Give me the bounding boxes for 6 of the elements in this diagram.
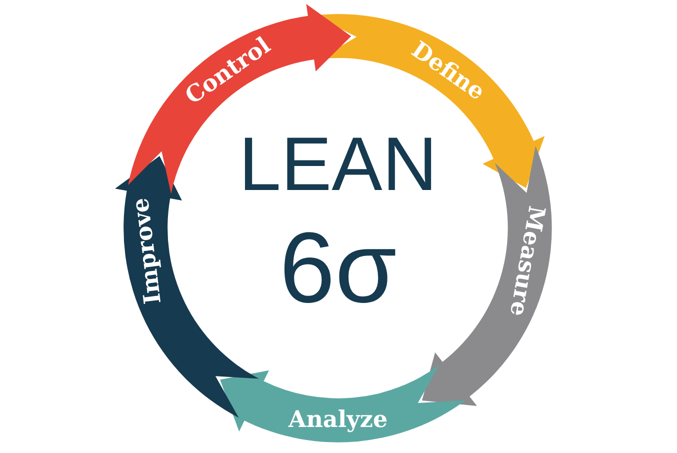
- stage-label: Analyze: [287, 406, 389, 434]
- center-heading: LEAN: [238, 127, 438, 203]
- center-symbol: 6σ: [279, 218, 397, 318]
- stage-label: Improve: [126, 196, 168, 308]
- ring-segment: [220, 364, 466, 442]
- stage-label: Measure: [503, 203, 551, 321]
